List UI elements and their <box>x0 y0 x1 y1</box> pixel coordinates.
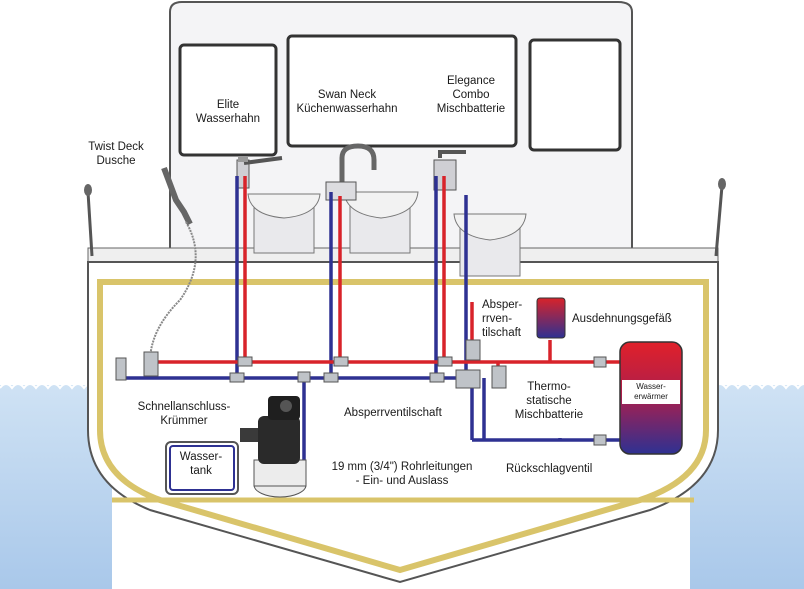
label-water-tank: Wasser- tank <box>179 451 223 477</box>
label-twist-deck-shower: Twist Deck Dusche <box>88 141 144 167</box>
elite-faucet-icon <box>236 156 283 189</box>
railing-left <box>84 184 94 257</box>
pipe-fittings <box>115 339 607 446</box>
label-elegance-combo: Elegance Combo Mischbatterie <box>436 75 506 115</box>
label-expansion-vessel: Ausdehnungsgefäß <box>572 313 672 325</box>
label-quick-connect-elbow: Schnellanschluss- Krümmer <box>137 401 231 427</box>
swan-neck-faucet-icon <box>325 143 377 201</box>
expansion-vessel <box>536 297 566 339</box>
window-1 <box>178 43 278 157</box>
label-thermostatic-mixer: Thermo- statische Mischbatterie <box>514 381 584 421</box>
water-tank-icon <box>165 441 239 495</box>
label-check-valve: Rückschlagventil <box>506 463 593 475</box>
label-shutoff-valve-top: Absper- rrven- tilschaft <box>482 299 523 339</box>
pump-unit-icon <box>240 396 307 498</box>
twist-deck-shower-icon <box>149 166 197 363</box>
label-water-heater: Wasser- erwärmer <box>622 380 680 404</box>
hull-inner-outline <box>97 279 709 574</box>
sink-cabinet-1 <box>247 193 321 254</box>
label-swan-neck-faucet: Swan Neck Küchenwasserhahn <box>296 89 398 115</box>
railing-right <box>714 178 726 257</box>
sink-cabinet-3 <box>453 213 527 277</box>
sink-cabinet-2 <box>343 191 419 254</box>
window-2 <box>286 34 518 148</box>
window-3 <box>528 38 622 152</box>
label-pipe-spec: 19 mm (3/4") Rohrleitungen - Ein- und Au… <box>331 461 473 487</box>
label-elite-faucet: Elite Wasserhahn <box>195 99 261 125</box>
cold-water-pipes <box>118 176 620 488</box>
elegance-faucet-icon <box>433 150 466 191</box>
label-shutoff-valve-stem: Absperrventilschaft <box>344 407 442 419</box>
